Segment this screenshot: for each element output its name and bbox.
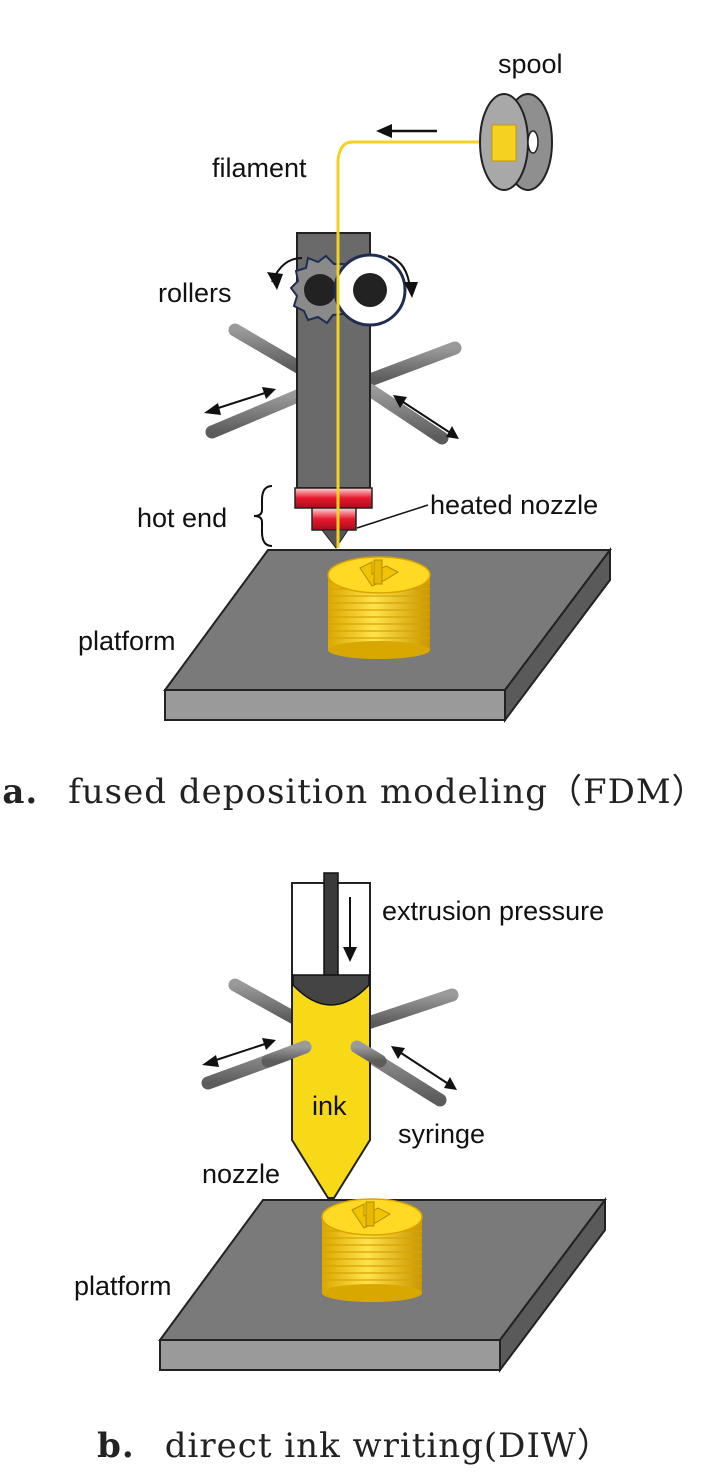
fdm-illustration: spool filament rollers hot end heated no… [78,49,612,723]
gantry-rods-front [261,1040,387,1068]
platform-label: platform [78,626,176,656]
filament [336,140,496,548]
caption-a-text: fused deposition modeling（FDM） [68,772,707,812]
spool-label: spool [498,49,563,79]
arrow-left-motion [202,1038,276,1067]
extrusion-pressure-label: extrusion pressure [382,896,604,926]
fdm-diagram: spool filament rollers hot end heated no… [78,49,612,723]
printed-object [321,1198,423,1302]
rollers [267,253,418,327]
ink-fill [291,982,371,1199]
nozzle-label: nozzle [202,1159,280,1189]
filament-label: filament [212,153,307,183]
arrow-right-motion [393,395,459,439]
caption-b: b. direct ink writing(DIW） [0,1418,709,1467]
spool [479,93,553,191]
heated-nozzle-leader [356,504,429,529]
hot-end-bracket [253,485,273,547]
hot-end-heater [294,487,373,549]
diw-diagram: extrusion pressure ink syringe nozzle pl… [0,835,709,1410]
arrow-left-motion [204,387,276,415]
arrow-right-motion [391,1046,457,1090]
syringe-label: syringe [398,1119,485,1149]
caption-b-letter: b. [97,1426,135,1466]
plunger-rod [323,872,339,986]
platform-label: platform [74,1271,172,1301]
diw-illustration: extrusion pressure ink syringe nozzle pl… [74,872,607,1373]
gantry-rods [205,323,462,445]
rollers-label: rollers [158,278,232,308]
caption-a: a. fused deposition modeling（FDM） [0,764,709,813]
plunger-head [292,974,370,1006]
arrow-pressure [343,897,357,962]
heated-nozzle-label: heated nozzle [430,490,598,520]
ink-label: ink [312,1091,347,1121]
printed-object [327,556,431,659]
hot-end-label: hot end [137,503,227,533]
arrow-filament [376,124,437,138]
caption-b-text: direct ink writing(DIW） [164,1426,612,1466]
caption-a-letter: a. [2,772,39,812]
